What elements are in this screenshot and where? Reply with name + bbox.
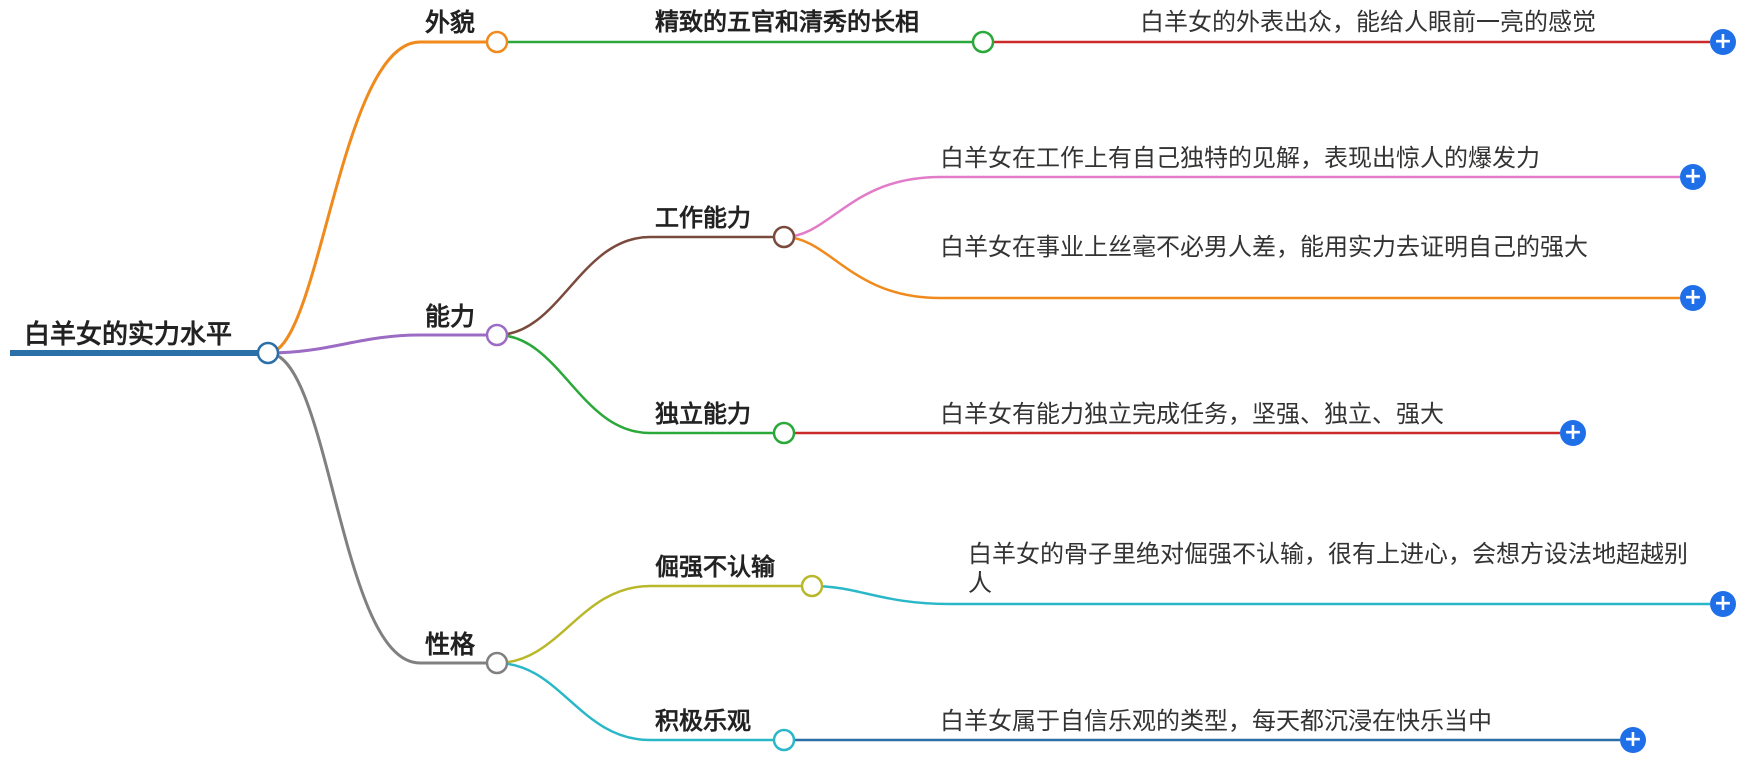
topic-face[interactable]: 精致的五官和清秀的长相 bbox=[655, 8, 919, 36]
edge-stubborn-leaf bbox=[811, 584, 1710, 606]
topic-stubborn[interactable]: 倔强不认输 bbox=[655, 553, 775, 581]
expand-plus-icon[interactable]: + bbox=[1560, 420, 1586, 446]
leaf-independence-desc[interactable]: 白羊女有能力独立完成任务，坚强、独立、强大 bbox=[940, 400, 1444, 428]
optimistic-node-circle[interactable] bbox=[772, 728, 796, 752]
leaf-work-desc-2[interactable]: 白羊女在事业上丝毫不必男人差，能用实力去证明自己的强大 bbox=[940, 233, 1588, 261]
work-node-circle[interactable] bbox=[772, 225, 796, 249]
leaf-optimistic-desc[interactable]: 白羊女属于自信乐观的类型，每天都沉浸在快乐当中 bbox=[940, 707, 1492, 735]
topic-optimistic[interactable]: 积极乐观 bbox=[655, 707, 751, 735]
independent-node-circle[interactable] bbox=[772, 421, 796, 445]
expand-plus-icon[interactable]: + bbox=[1710, 29, 1736, 55]
branch-personality[interactable]: 性格 bbox=[425, 630, 476, 659]
edge-ability-independent bbox=[496, 333, 784, 435]
root-topic[interactable]: 白羊女的实力水平 bbox=[24, 320, 233, 350]
edge-root-personality bbox=[267, 351, 497, 665]
edge-personality-optimistic bbox=[496, 661, 784, 742]
face-node-circle[interactable] bbox=[971, 30, 995, 54]
personality-node-circle[interactable] bbox=[485, 651, 509, 675]
leaf-face-desc[interactable]: 白羊女的外表出众，能给人眼前一亮的感觉 bbox=[1140, 8, 1596, 36]
appearance-node-circle[interactable] bbox=[485, 30, 509, 54]
expand-plus-icon[interactable]: + bbox=[1680, 164, 1706, 190]
edge-work-leaf-1 bbox=[783, 175, 1680, 239]
branch-ability[interactable]: 能力 bbox=[425, 302, 476, 331]
edge-personality-stubborn bbox=[496, 584, 812, 665]
branch-appearance[interactable]: 外貌 bbox=[425, 8, 476, 37]
edge-ability-work bbox=[496, 235, 784, 337]
edge-work-leaf-2 bbox=[783, 235, 1680, 300]
edge-root-appearance bbox=[267, 40, 497, 355]
expand-plus-icon[interactable]: + bbox=[1620, 727, 1646, 753]
topic-independence[interactable]: 独立能力 bbox=[655, 400, 751, 428]
topic-work-ability[interactable]: 工作能力 bbox=[655, 204, 751, 232]
edge-root-ability bbox=[267, 333, 497, 355]
expand-plus-icon[interactable]: + bbox=[1710, 591, 1736, 617]
expand-plus-icon[interactable]: + bbox=[1680, 285, 1706, 311]
root-node-circle[interactable] bbox=[256, 341, 280, 365]
ability-node-circle[interactable] bbox=[485, 323, 509, 347]
stubborn-node-circle[interactable] bbox=[800, 574, 824, 598]
leaf-stubborn-desc[interactable]: 白羊女的骨子里绝对倔强不认输，很有上进心，会想方设法地超越别人 bbox=[968, 540, 1688, 597]
leaf-work-desc-1[interactable]: 白羊女在工作上有自己独特的见解，表现出惊人的爆发力 bbox=[940, 144, 1540, 172]
